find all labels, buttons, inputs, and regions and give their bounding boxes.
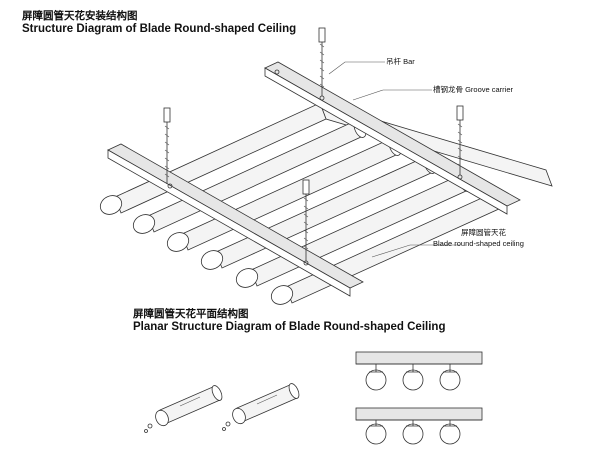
clip-detail-right (222, 383, 300, 431)
bar-4 (302, 179, 310, 261)
groove-carrier-label: 槽钢龙骨 Groove carrier (433, 85, 514, 94)
main-title-en: Structure Diagram of Blade Round-shaped … (22, 23, 297, 35)
leader-lines (328, 61, 460, 258)
planar-carrier-bottom (355, 407, 483, 445)
groove-carrier-front (107, 143, 364, 297)
planar-carrier-top (355, 351, 483, 391)
bar-1 (318, 27, 326, 96)
main-title-cn: 屏障圆管天花安装结构图 (22, 10, 138, 22)
planar-title-en: Planar Structure Diagram of Blade Round-… (133, 321, 446, 333)
clip-detail-left (144, 385, 223, 433)
planar-title-cn: 屏障圆管天花平面结构图 (133, 308, 249, 320)
bar-3 (163, 107, 171, 184)
groove-carrier-back (264, 61, 521, 215)
suspension-bars (163, 27, 464, 261)
bar-label: 吊杆 Bar (386, 57, 415, 66)
ceiling-label-cn: 屏障圆管天花 (461, 228, 506, 237)
ceiling-label-en: Blade round-shaped ceiling (433, 239, 524, 248)
bar-2 (456, 105, 464, 175)
